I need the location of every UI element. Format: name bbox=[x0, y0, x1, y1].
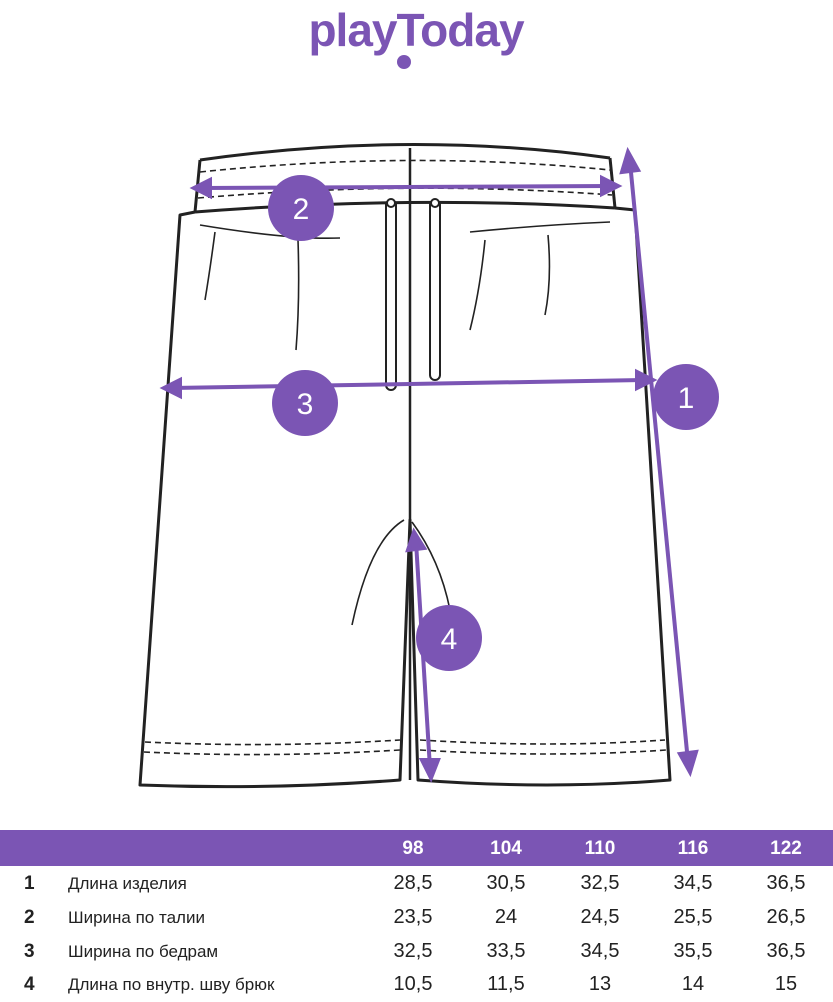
row-number: 1 bbox=[24, 873, 35, 894]
row-name: Ширина по талии bbox=[68, 908, 205, 927]
cell-value: 33,5 bbox=[486, 940, 526, 962]
shorts-diagram: 1 2 3 4 bbox=[138, 142, 719, 789]
cell-value: 30,5 bbox=[486, 872, 526, 894]
cell-value: 35,5 bbox=[673, 940, 713, 962]
row-name: Ширина по бедрам bbox=[68, 942, 219, 961]
size-header: 98 bbox=[402, 838, 424, 859]
logo-dot bbox=[397, 55, 411, 69]
shorts-details bbox=[143, 148, 667, 780]
cell-value: 24,5 bbox=[580, 906, 620, 928]
svg-text:1: 1 bbox=[678, 382, 695, 415]
marker-3: 3 bbox=[272, 370, 338, 436]
svg-text:3: 3 bbox=[297, 388, 314, 421]
cell-value: 24 bbox=[494, 906, 518, 928]
row-name: Длина по внутр. шву брюк bbox=[68, 975, 275, 994]
size-header: 104 bbox=[490, 838, 522, 859]
cell-value: 11,5 bbox=[487, 973, 525, 995]
size-header-row: 98 104 110 116 122 bbox=[0, 830, 833, 866]
marker-circles: 1 2 3 4 bbox=[268, 175, 719, 671]
measure-lines bbox=[159, 146, 699, 783]
shorts-outline bbox=[138, 142, 672, 789]
row-number: 4 bbox=[24, 974, 35, 995]
table-row: 1 Длина изделия 28,5 30,5 32,5 34,5 36,5 bbox=[0, 868, 833, 901]
size-table: 98 104 110 116 122 1 Длина изделия 28,5 … bbox=[0, 830, 833, 1000]
row-number: 2 bbox=[24, 907, 35, 928]
cell-value: 26,5 bbox=[766, 906, 806, 928]
size-header: 116 bbox=[677, 838, 709, 859]
cell-value: 10,5 bbox=[393, 973, 433, 995]
cell-value: 32,5 bbox=[393, 940, 433, 962]
size-header: 122 bbox=[770, 838, 802, 859]
svg-text:4: 4 bbox=[441, 623, 458, 656]
marker-2: 2 bbox=[268, 175, 334, 241]
brand-logo: playToday bbox=[308, 4, 526, 69]
cell-value: 15 bbox=[774, 973, 798, 995]
marker-4: 4 bbox=[416, 605, 482, 671]
cell-value: 34,5 bbox=[673, 872, 713, 894]
cell-value: 32,5 bbox=[580, 872, 620, 894]
cell-value: 23,5 bbox=[393, 906, 433, 928]
table-row: 3 Ширина по бедрам 32,5 33,5 34,5 35,5 3… bbox=[0, 936, 833, 969]
table-row: 2 Ширина по талии 23,5 24 24,5 25,5 26,5 bbox=[0, 902, 833, 935]
cell-value: 25,5 bbox=[673, 906, 713, 928]
size-header: 110 bbox=[584, 838, 616, 859]
marker-1: 1 bbox=[653, 364, 719, 430]
cell-value: 34,5 bbox=[580, 940, 620, 962]
table-row: 4 Длина по внутр. шву брюк 10,5 11,5 13 … bbox=[0, 969, 833, 1002]
svg-text:2: 2 bbox=[293, 193, 310, 226]
cell-value: 36,5 bbox=[766, 940, 806, 962]
drawstrings bbox=[385, 198, 441, 391]
cell-value: 14 bbox=[681, 973, 705, 995]
row-number: 3 bbox=[24, 941, 35, 962]
cell-value: 36,5 bbox=[766, 872, 806, 894]
logo-text: playToday bbox=[308, 4, 525, 56]
row-name: Длина изделия bbox=[68, 874, 187, 893]
cell-value: 13 bbox=[588, 973, 612, 995]
cell-value: 28,5 bbox=[393, 872, 433, 894]
